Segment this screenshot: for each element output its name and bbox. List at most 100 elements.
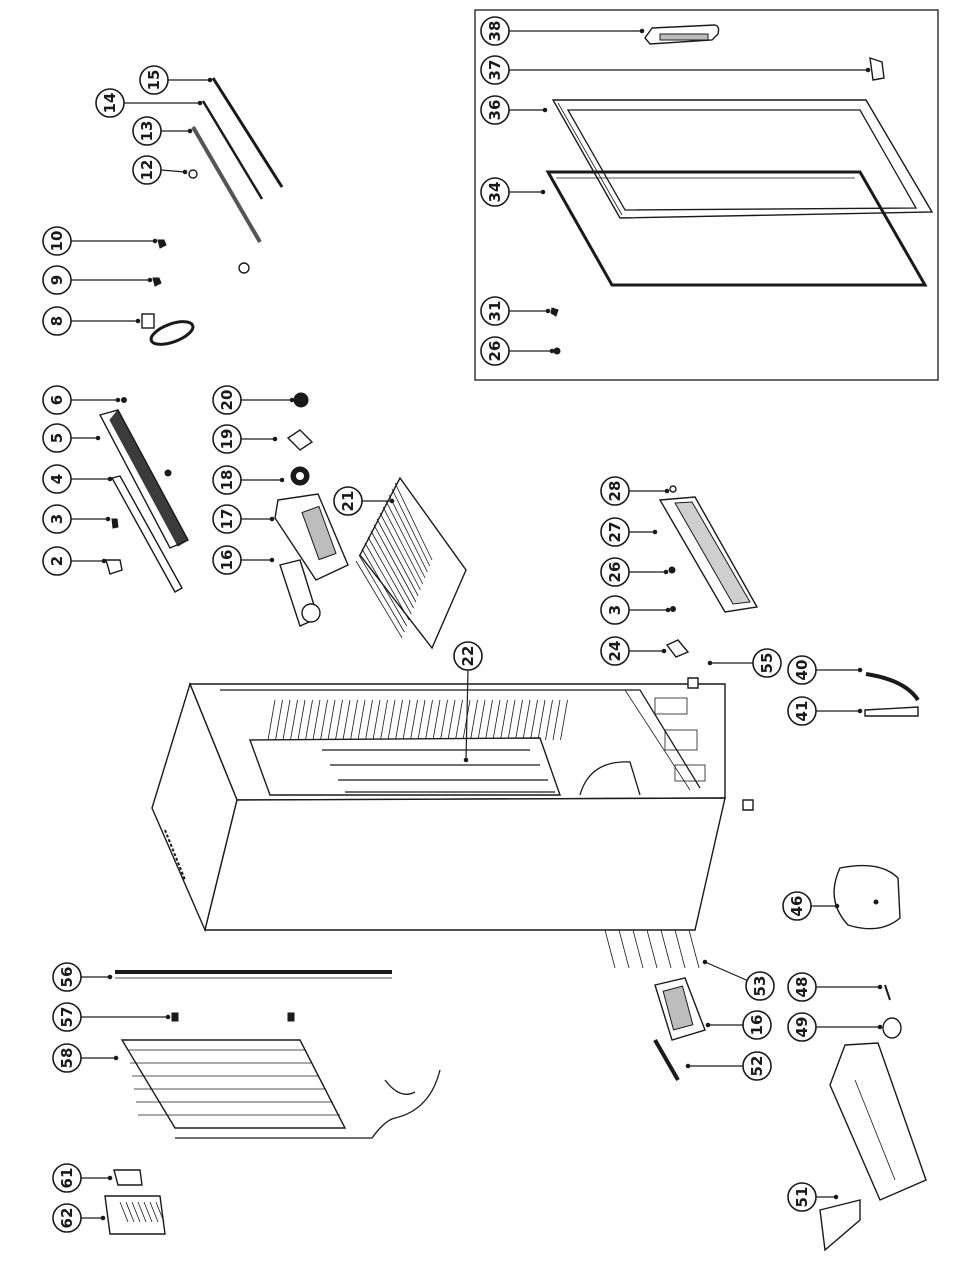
- callout-circle: [600, 476, 630, 506]
- callout-41: 41: [787, 696, 863, 726]
- callout-9: 9: [42, 265, 153, 295]
- hatch-line: [552, 699, 561, 741]
- callout-number: 16: [748, 1015, 766, 1036]
- leader-arrowhead: [834, 903, 840, 909]
- callout-circle: [42, 385, 72, 415]
- leader-arrowhead: [207, 77, 213, 83]
- callout-37: 37: [480, 55, 871, 85]
- control-housing-group: [98, 397, 189, 593]
- leader-arrowhead: [665, 607, 671, 613]
- callout-18: 18: [212, 465, 285, 495]
- callout-circle: [212, 385, 242, 415]
- hatch-line: [455, 699, 463, 741]
- leader-arrowhead: [833, 1194, 839, 1200]
- hatch-line: [335, 699, 343, 741]
- hatch-line: [312, 699, 321, 741]
- hatch-line: [470, 699, 478, 741]
- callout-48: 48: [787, 972, 883, 1002]
- hatch-line: [545, 699, 553, 741]
- hatch-line: [674, 929, 686, 969]
- callout-38: 38: [480, 16, 645, 46]
- compressor-group: [604, 864, 927, 1252]
- hatch-line: [275, 699, 283, 741]
- hatch-line: [373, 524, 417, 603]
- hatch-line: [391, 488, 431, 567]
- leader-arrowhead: [107, 476, 113, 482]
- callout-number: 56: [58, 967, 76, 988]
- callout-circle: [480, 16, 510, 46]
- hatch-line: [530, 699, 538, 741]
- callout-31: 31: [480, 296, 551, 326]
- hatch-line: [477, 699, 486, 741]
- callout-number: 26: [606, 562, 624, 583]
- callout-6: 6: [42, 385, 121, 415]
- hatch-line: [515, 699, 523, 741]
- callout-circle: [212, 504, 242, 534]
- callout-number: 3: [606, 605, 624, 615]
- callout-number: 38: [486, 21, 504, 42]
- callout-27: 27: [600, 517, 658, 547]
- leader-arrowhead: [187, 128, 193, 134]
- callout-circle: [752, 648, 782, 678]
- callout-circle: [480, 55, 510, 85]
- callout-number: 31: [486, 301, 504, 322]
- callout-circle: [333, 486, 363, 516]
- door-frame-part: [551, 99, 934, 219]
- leader-arrowhead: [540, 189, 546, 195]
- leader-arrowhead: [661, 648, 667, 654]
- leader-arrowhead: [182, 169, 188, 175]
- callout-57: 57: [52, 1002, 171, 1032]
- callout-circle: [52, 1203, 82, 1233]
- callout-21: 21: [333, 486, 395, 516]
- callout-19: 19: [212, 424, 278, 454]
- callout-circle: [212, 465, 242, 495]
- hatch-line: [387, 699, 396, 741]
- callout-circle: [132, 155, 162, 185]
- callout-number: 20: [218, 390, 236, 411]
- callout-56: 56: [52, 962, 113, 992]
- leader-arrowhead: [545, 308, 551, 314]
- callout-circle: [42, 423, 72, 453]
- leader-arrowhead: [639, 28, 645, 34]
- callout-number: 61: [58, 1168, 76, 1189]
- hatch-line: [361, 548, 408, 627]
- callout-circle: [42, 464, 72, 494]
- callout-36: 36: [480, 95, 548, 125]
- callout-number: 27: [606, 522, 624, 543]
- hatch-line: [618, 929, 630, 969]
- hatch-line: [358, 554, 405, 633]
- callout-number: 49: [793, 1017, 811, 1038]
- callout-number: 13: [138, 121, 156, 142]
- leader-arrowhead: [197, 100, 203, 106]
- leader-arrowhead: [113, 1055, 119, 1061]
- callout-number: 8: [48, 316, 66, 326]
- leader-arrowhead: [857, 708, 863, 714]
- callout-number: 10: [48, 231, 66, 252]
- leader-arrowhead: [549, 348, 555, 354]
- callout-circle: [453, 641, 483, 671]
- callout-46: 46: [782, 891, 840, 921]
- callout-3: 3: [42, 504, 111, 534]
- hatch-line: [305, 699, 313, 741]
- leader-arrowhead: [100, 1215, 106, 1221]
- callout-circle: [42, 546, 72, 576]
- callout-circle: [480, 95, 510, 125]
- leader-arrowhead: [705, 1022, 711, 1028]
- callout-circle: [787, 1182, 817, 1212]
- hatch-line: [364, 542, 410, 621]
- leader-arrowhead: [664, 488, 670, 494]
- hatch-line: [395, 699, 403, 741]
- leader-arrowhead: [652, 529, 658, 535]
- callout-number: 26: [486, 341, 504, 362]
- hatch-line: [388, 494, 428, 573]
- callout-number: 55: [758, 653, 776, 674]
- callout-number: 2: [48, 556, 66, 566]
- leader-arrowhead: [663, 569, 669, 575]
- callout-number: 57: [58, 1007, 76, 1028]
- callout-circle: [52, 1043, 82, 1073]
- hatch-line: [320, 699, 328, 741]
- leader-arrowhead: [135, 318, 141, 324]
- callout-52: 52: [685, 1051, 772, 1081]
- leader-arrowhead: [279, 477, 285, 483]
